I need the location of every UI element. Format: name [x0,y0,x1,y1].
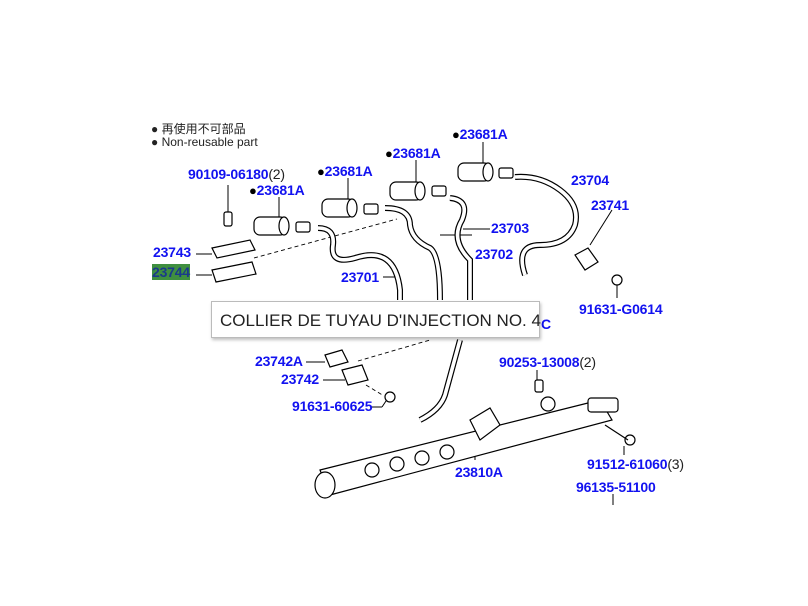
legend-item-en: ● Non-reusable part [151,135,258,149]
non-reusable-bullet-icon: ● [385,146,393,161]
part-number: 90109-06180 [188,166,269,182]
non-reusable-bullet-icon: ● [452,127,460,142]
sleeves [253,162,514,236]
non-reusable-bullet-icon: ● [317,164,325,179]
part-number: 23681A [392,145,441,161]
part-91631-60625[interactable]: 91631-60625 [292,398,373,414]
parts-diagram: ● 再使用不可部品 ● Non-reusable part 90109-0618… [151,120,684,505]
part-23742a[interactable]: 23742A [255,353,303,369]
part-23704[interactable]: 23704 [571,172,609,188]
fuel-rail [314,396,619,499]
part-90109-06180[interactable]: 90109-06180(2) [188,166,285,182]
part-96135-51100[interactable]: 96135-51100 [576,479,656,495]
part-c-partial[interactable]: C [541,316,551,332]
legend-text: 再使用不可部品 [161,122,246,136]
part-91631-g0614[interactable]: 91631-G0614 [579,301,663,317]
part-number: 23681A [256,182,305,198]
part-23744-highlighted[interactable]: 23744 [152,264,190,280]
part-qty: (2) [579,354,596,370]
part-91512-61060[interactable]: 91512-61060(3) [587,456,684,472]
part-number: 91512-61060 [587,456,668,472]
part-qty: (2) [268,166,285,182]
legend-text: Non-reusable part [161,135,258,149]
part-23681a-4[interactable]: ●23681A [452,126,508,142]
part-23681a-3[interactable]: ●23681A [385,145,441,161]
bullet-icon: ● [151,135,159,149]
part-number: 23681A [459,126,508,142]
part-number: 90253-13008 [499,354,580,370]
part-23703[interactable]: 23703 [491,220,529,236]
clamps [211,211,636,446]
part-23681a-1[interactable]: ●23681A [249,182,305,198]
part-qty: (3) [667,456,684,472]
part-23702[interactable]: 23702 [475,246,513,262]
part-23743[interactable]: 23743 [153,244,191,260]
bullet-icon: ● [151,122,159,136]
injection-pipes-inner [317,174,578,422]
diagram-drawing [196,142,636,505]
part-23681a-2[interactable]: ●23681A [317,163,373,179]
part-23701[interactable]: 23701 [341,269,379,285]
leader-lines [196,142,625,505]
part-number: 23681A [324,163,373,179]
part-23810a[interactable]: 23810A [455,464,503,480]
non-reusable-bullet-icon: ● [249,183,257,198]
legend-item-ja: ● 再使用不可部品 [151,120,246,137]
part-23741[interactable]: 23741 [591,197,629,213]
part-tooltip: COLLIER DE TUYAU D'INJECTION NO. 4 [211,301,541,338]
part-90253-13008[interactable]: 90253-13008(2) [499,354,596,370]
dashed-lines [253,218,431,397]
part-23742[interactable]: 23742 [281,371,319,387]
